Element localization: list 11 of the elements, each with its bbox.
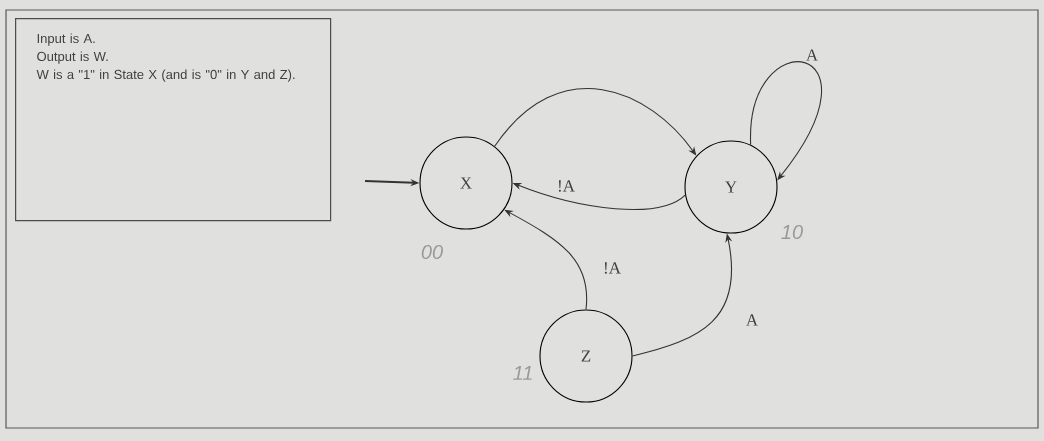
handwritten-code: 00 bbox=[421, 244, 443, 260]
note-text: Input is A. bbox=[37, 33, 95, 46]
edge-label: !A bbox=[556, 179, 576, 193]
note-box bbox=[15, 18, 332, 222]
arrow bbox=[494, 88, 697, 156]
arrow bbox=[504, 209, 588, 310]
handwritten-code: 10 bbox=[781, 224, 803, 240]
handwritten-code: 11 bbox=[513, 366, 532, 380]
note-text: W is a "1" in State X (and is "0" in Y and Z). bbox=[36, 69, 295, 82]
edge-label: !A bbox=[602, 261, 622, 275]
note-text: Output is W. bbox=[37, 51, 108, 64]
